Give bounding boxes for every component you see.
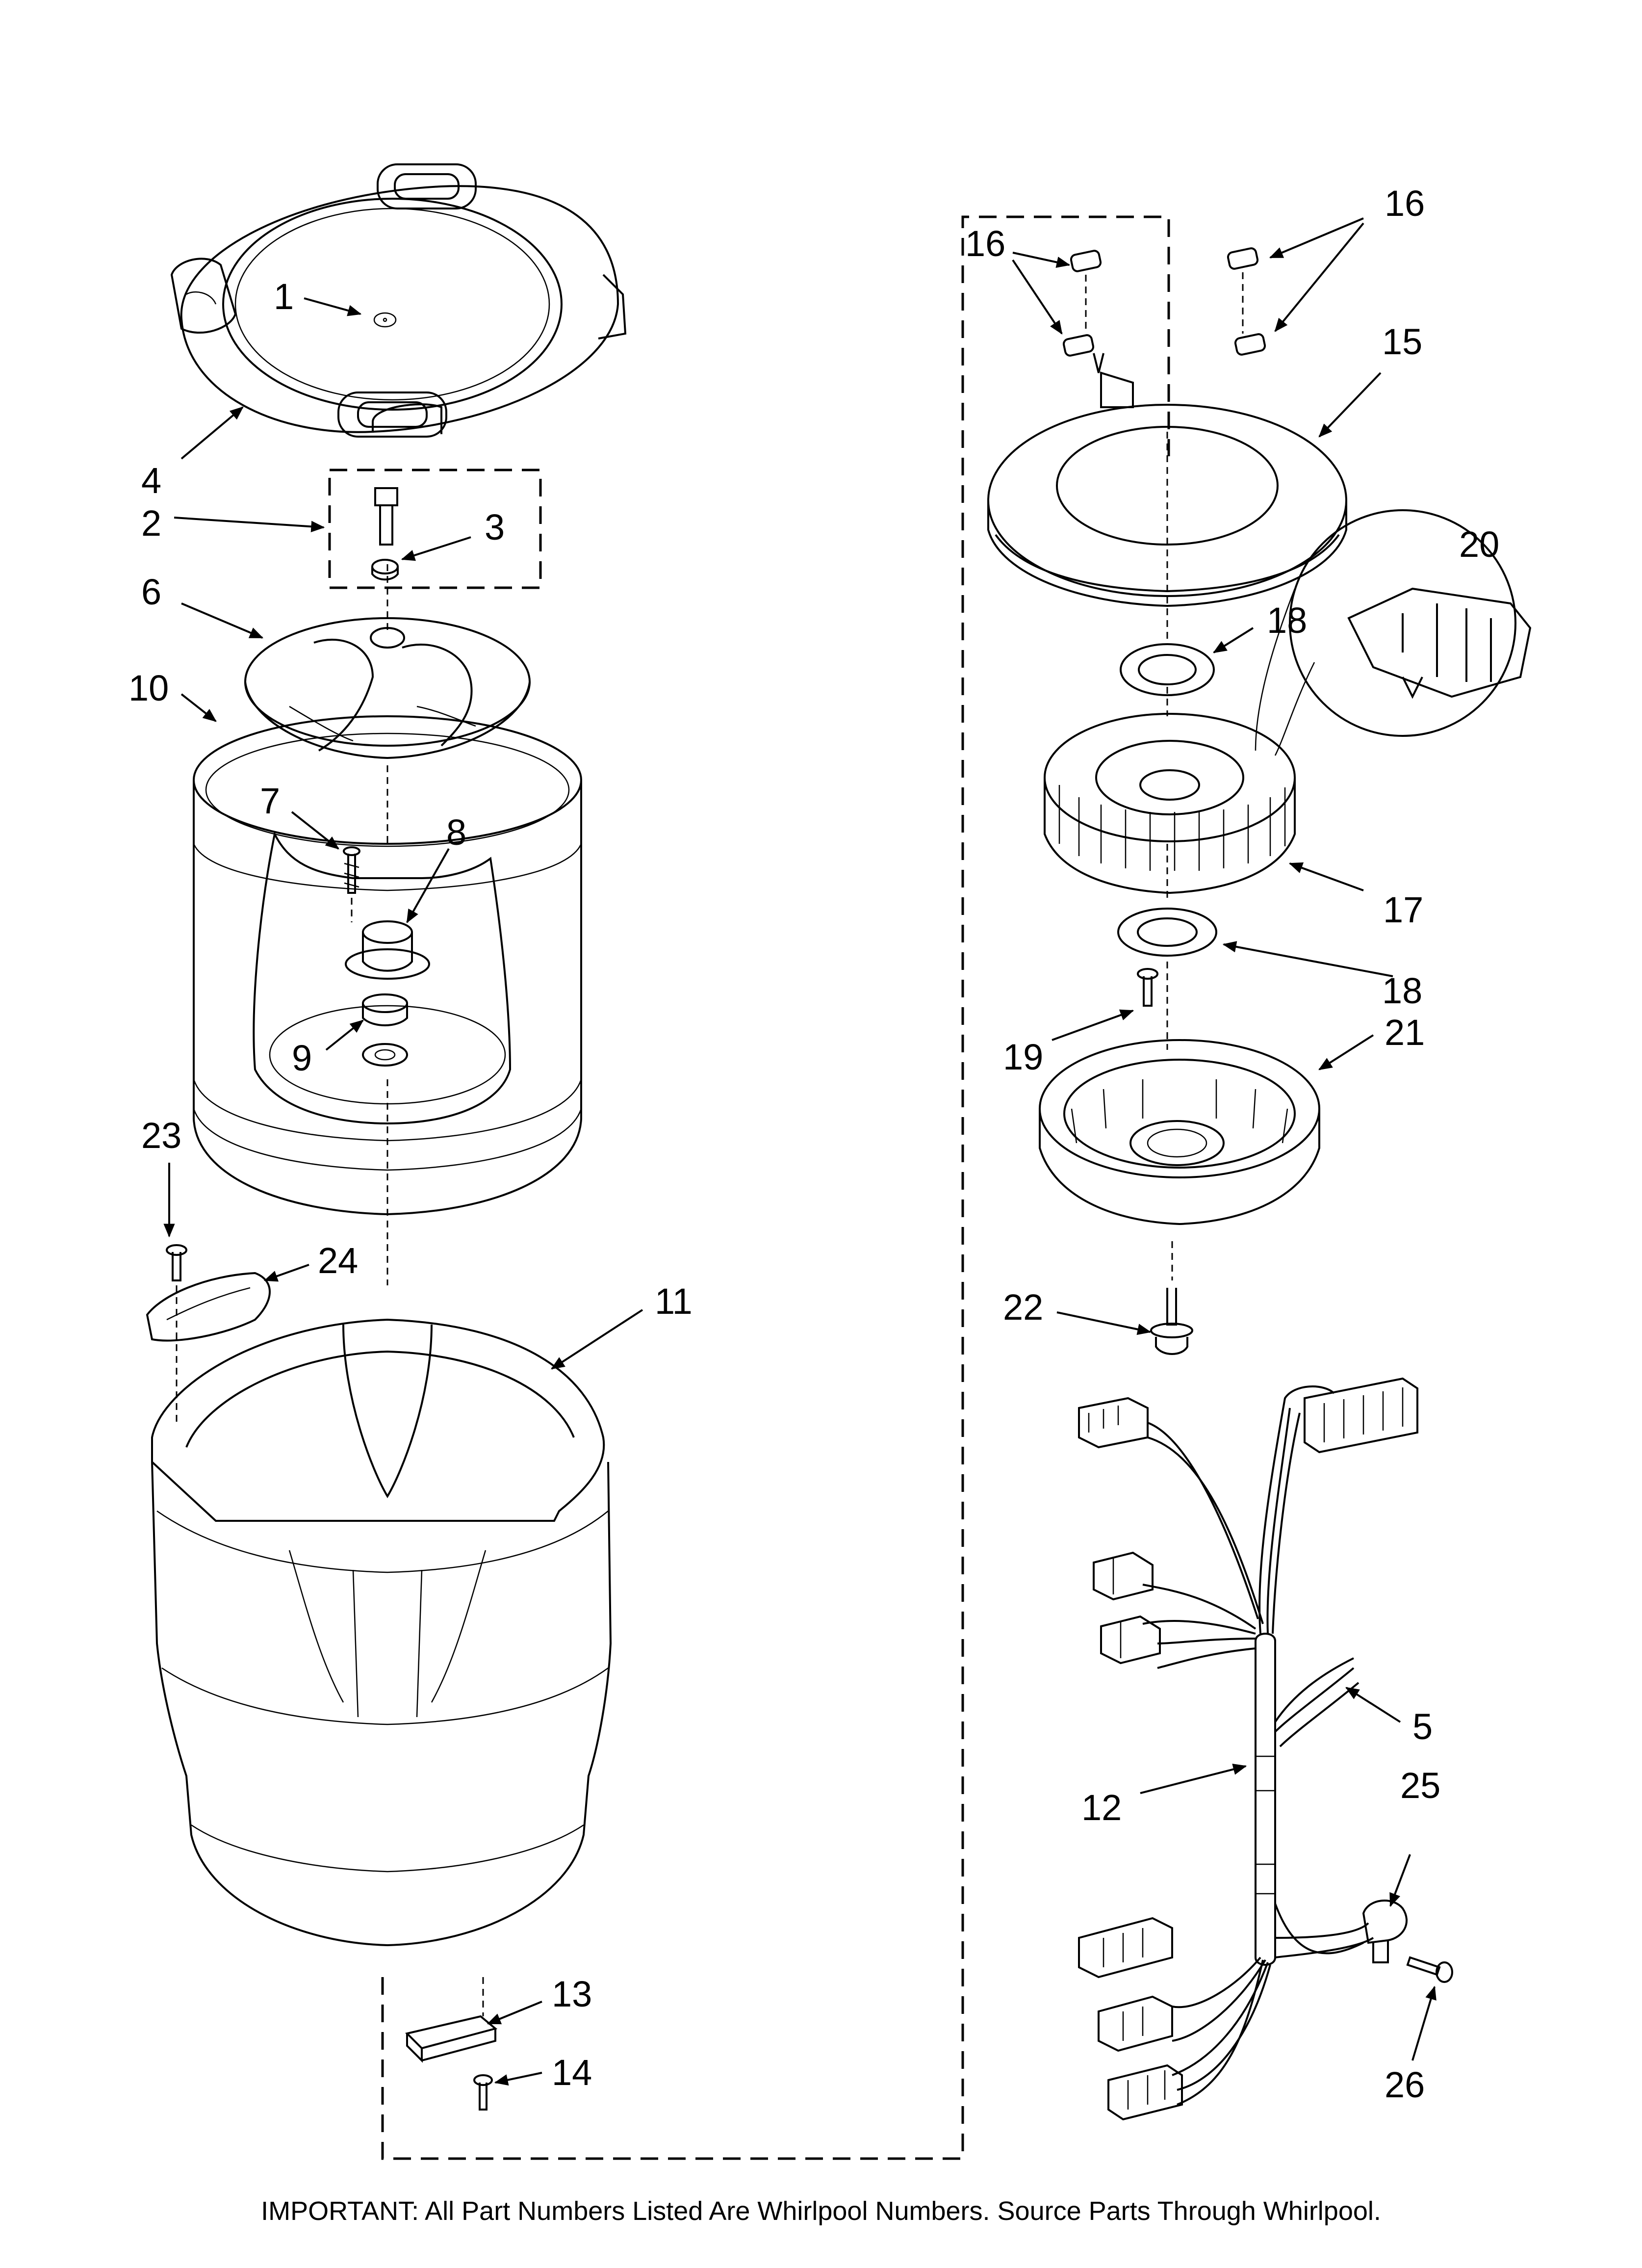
detail-circle-20 bbox=[1289, 509, 1516, 737]
callout-11: 11 bbox=[655, 1281, 693, 1322]
bumper-16-3 bbox=[1227, 247, 1259, 270]
outer-tub bbox=[151, 1318, 612, 1947]
callout-13: 13 bbox=[552, 1974, 592, 2014]
ground-clip-25 bbox=[1362, 1900, 1408, 1963]
screw-19 bbox=[1137, 968, 1158, 1007]
callout-17: 17 bbox=[1383, 889, 1423, 930]
connector-20 bbox=[1347, 587, 1532, 699]
callout-1: 1 bbox=[274, 276, 294, 317]
callout-7: 7 bbox=[260, 781, 280, 821]
connector-bottom-2 bbox=[1098, 1995, 1173, 2052]
callout-5: 5 bbox=[1412, 1706, 1433, 1747]
callout-4: 4 bbox=[141, 460, 161, 501]
screw-14 bbox=[473, 2074, 493, 2111]
callout-23: 23 bbox=[141, 1115, 181, 1156]
callout-16b: 16 bbox=[1385, 183, 1425, 224]
callout-12: 12 bbox=[1081, 1787, 1122, 1828]
tub-ring bbox=[170, 163, 627, 438]
connector-bottom-3 bbox=[1107, 2064, 1183, 2121]
callout-25: 25 bbox=[1400, 1765, 1440, 1806]
callout-22: 22 bbox=[1003, 1287, 1043, 1328]
callout-18a: 18 bbox=[1267, 600, 1307, 641]
screw-23 bbox=[166, 1244, 187, 1281]
connector-bottom-1 bbox=[1078, 1917, 1173, 1979]
callout-18b: 18 bbox=[1382, 970, 1422, 1011]
bracket-24 bbox=[146, 1272, 271, 1342]
callout-9: 9 bbox=[292, 1038, 312, 1078]
connector-mid-1 bbox=[1093, 1551, 1154, 1601]
impeller bbox=[244, 617, 531, 759]
washer-18-bottom bbox=[1117, 908, 1217, 957]
bumper-16-2 bbox=[1062, 334, 1095, 357]
bolt-kit-box bbox=[328, 469, 542, 589]
washer-18-top bbox=[1120, 643, 1215, 696]
rotor-21 bbox=[1039, 1039, 1320, 1225]
callout-14: 14 bbox=[552, 2052, 592, 2093]
bumper-16-4 bbox=[1234, 333, 1266, 356]
screw-7 bbox=[343, 846, 360, 894]
callout-6: 6 bbox=[141, 572, 161, 612]
bumper-16-1 bbox=[1070, 250, 1102, 272]
drive-hub-8 bbox=[345, 920, 430, 980]
stator-17 bbox=[1044, 713, 1296, 894]
screw-26 bbox=[1406, 1956, 1453, 1983]
callout-8: 8 bbox=[446, 812, 466, 853]
wiring-harness-12 bbox=[1142, 1385, 1374, 2106]
callout-2: 2 bbox=[141, 503, 161, 544]
callout-15: 15 bbox=[1382, 321, 1422, 362]
callout-16a: 16 bbox=[965, 223, 1005, 264]
callout-3: 3 bbox=[485, 507, 505, 547]
clip-13 bbox=[405, 2015, 498, 2063]
callout-20: 20 bbox=[1459, 524, 1499, 565]
callout-26: 26 bbox=[1385, 2064, 1425, 2105]
callout-10: 10 bbox=[128, 668, 169, 708]
connector-mid-2 bbox=[1100, 1615, 1161, 1665]
footer-note: IMPORTANT: All Part Numbers Listed Are W… bbox=[261, 2196, 1381, 2226]
callout-24: 24 bbox=[318, 1240, 358, 1281]
spline-9 bbox=[362, 993, 408, 1067]
bolt-22 bbox=[1150, 1288, 1193, 1355]
bolt bbox=[374, 487, 398, 546]
connector-top-left bbox=[1078, 1397, 1149, 1449]
washer bbox=[371, 559, 399, 581]
callout-19: 19 bbox=[1003, 1037, 1043, 1077]
tube-5 bbox=[1274, 1657, 1364, 1955]
callout-21: 21 bbox=[1385, 1012, 1425, 1053]
connector-top-right bbox=[1304, 1377, 1418, 1454]
